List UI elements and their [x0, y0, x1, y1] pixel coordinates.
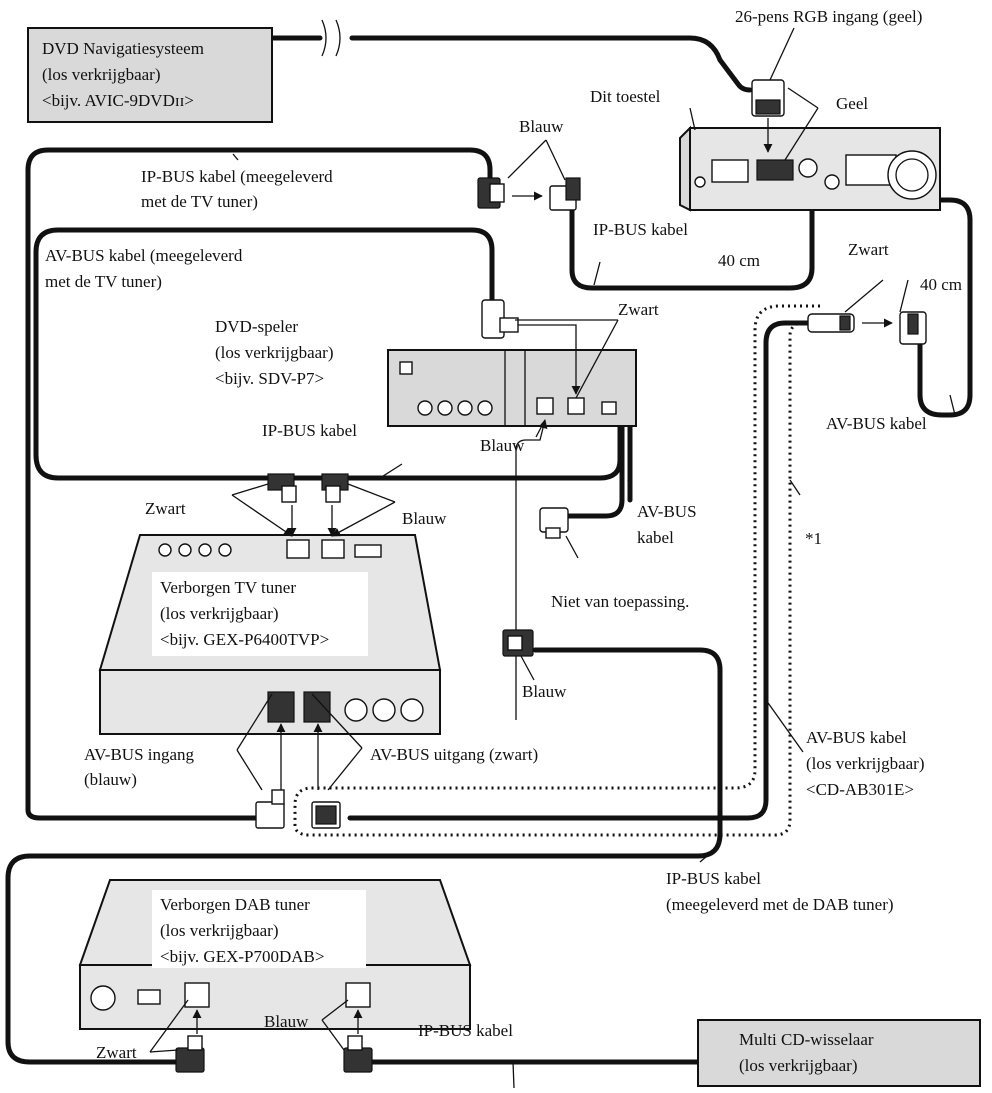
label-ipbus-cable-top: IP-BUS kabel	[593, 220, 688, 239]
rgb-cable-2	[349, 35, 753, 93]
tv-tuner	[98, 534, 442, 735]
avbus-cable-tv-tuner	[33, 227, 623, 481]
avbus-out-plug	[311, 801, 341, 829]
label-ipbus-bottom: IP-BUS kabel	[418, 1021, 513, 1040]
ipbus-plug-top	[477, 177, 505, 209]
label-rgb-input: 26-pens RGB ingang (geel)	[735, 7, 922, 26]
label-avbus-tv-2: met de TV tuner)	[45, 272, 162, 291]
label-star1: *1	[805, 529, 822, 548]
dvd-nav-box	[27, 27, 273, 123]
dab-tuner	[78, 879, 472, 1030]
tv-tuner-plug-black	[267, 473, 297, 503]
avbus-plug-dvd	[481, 299, 519, 339]
label-avbus-kabel-1: AV-BUS	[637, 502, 697, 521]
unused-plug	[539, 507, 569, 539]
label-ipbus-dab-2: (meegeleverd met de DAB tuner)	[666, 895, 894, 914]
label-avbus-cable-right: AV-BUS kabel	[826, 414, 927, 433]
dab-plug-blue	[343, 1035, 373, 1073]
dab-tuner-line3: <bijv. GEX-P700DAB>	[160, 947, 324, 966]
label-blue-mid: Blauw	[480, 436, 525, 455]
label-avbus-out: AV-BUS uitgang (zwart)	[370, 745, 538, 764]
label-avbus-in-1: AV-BUS ingang	[84, 745, 195, 764]
label-not-applicable: Niet van toepassing.	[551, 592, 689, 611]
label-avbus-tv-1: AV-BUS kabel (meegeleverd	[45, 246, 243, 265]
tv-tuner-line2: (los verkrijgbaar)	[160, 604, 278, 623]
cd-changer-line1: Multi CD-wisselaar	[739, 1030, 874, 1049]
label-avbus-sold-2: (los verkrijgbaar)	[806, 754, 924, 773]
avbus-cable-dvd	[565, 357, 625, 519]
label-avbus-sold-3: <CD-AB301E>	[806, 780, 914, 799]
rgb-connector-end	[755, 99, 781, 115]
dab-tuner-line1: Verborgen DAB tuner	[160, 895, 310, 914]
avbus-in-plug	[255, 789, 285, 829]
label-blue-bottom: Blauw	[264, 1012, 309, 1031]
label-black-right: Zwart	[848, 240, 889, 259]
avbus-socket-right	[899, 311, 927, 345]
alt-cable-dotted	[293, 304, 820, 837]
dab-plug-black	[175, 1035, 205, 1073]
label-black-left: Zwart	[145, 499, 186, 518]
ipbus-plug-dab	[502, 629, 534, 657]
label-avbus-in-2: (blauw)	[84, 770, 137, 789]
label-black-mid: Zwart	[618, 300, 659, 319]
tv-tuner-line1: Verborgen TV tuner	[160, 578, 296, 597]
label-yellow: Geel	[836, 94, 868, 113]
ipbus-socket-top	[549, 177, 581, 211]
ipbus-cable-tv-tuner	[25, 147, 493, 821]
tv-tuner-plug-blue	[321, 473, 349, 503]
head-unit	[679, 125, 941, 212]
dvd-nav-line3: <bijv. AVIC-9DVDɪɪ>	[42, 91, 194, 110]
avbus-plug-right	[807, 313, 855, 333]
dvd-player	[387, 349, 637, 427]
dvd-nav-line1: DVD Navigatiesysteem	[42, 39, 204, 58]
cable-break-mark	[321, 19, 341, 57]
cd-changer-line2: (los verkrijgbaar)	[739, 1056, 857, 1075]
label-dvd-player-3: <bijv. SDV-P7>	[215, 369, 324, 388]
dab-tuner-line2: (los verkrijgbaar)	[160, 921, 278, 940]
label-avbus-kabel-2: kabel	[637, 528, 674, 547]
label-black-bottom: Zwart	[96, 1043, 137, 1062]
leader-lines	[232, 27, 956, 1089]
label-ipbus-dab-1: IP-BUS kabel	[666, 869, 761, 888]
label-dvd-player-1: DVD-speler	[215, 317, 298, 336]
label-40cm-a: 40 cm	[718, 251, 760, 270]
dvd-nav-line2: (los verkrijgbaar)	[42, 65, 160, 84]
label-dvd-player-2: (los verkrijgbaar)	[215, 343, 333, 362]
label-blue-left: Blauw	[402, 509, 447, 528]
label-40cm-b: 40 cm	[920, 275, 962, 294]
label-ipbus-tv-2: met de TV tuner)	[141, 192, 258, 211]
label-avbus-sold-1: AV-BUS kabel	[806, 728, 907, 747]
ipbus-cable-dab	[5, 647, 723, 1065]
label-blue-low: Blauw	[522, 682, 567, 701]
cd-changer-box	[697, 1019, 981, 1087]
label-ipbus-tv-1: IP-BUS kabel (meegeleverd	[141, 167, 333, 186]
label-this-unit: Dit toestel	[590, 87, 661, 106]
label-ipbus-cable-mid: IP-BUS kabel	[262, 421, 357, 440]
label-blue-top: Blauw	[519, 117, 564, 136]
tv-tuner-line3: <bijv. GEX-P6400TVP>	[160, 630, 329, 649]
avbus-cable-cd-ab301e	[347, 320, 815, 821]
